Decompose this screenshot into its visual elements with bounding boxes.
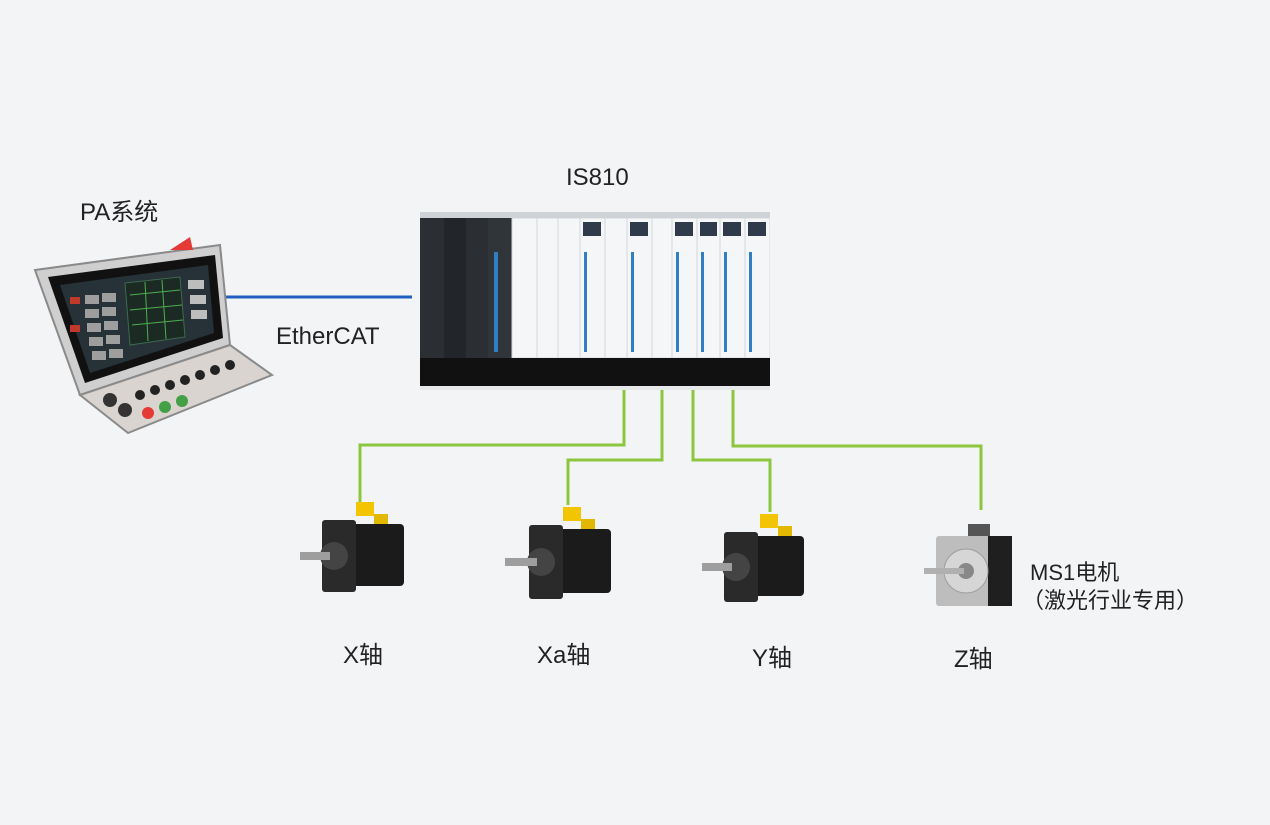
xa-axis-servo-motor (505, 507, 611, 599)
laser-industry-note: （激光行业专用） (1022, 588, 1199, 613)
ethercat-label: EtherCAT (276, 323, 380, 350)
drive-rack-label: IS810 (566, 164, 629, 191)
z-axis-label: Z轴 (954, 646, 993, 673)
x-axis-label: X轴 (343, 642, 384, 669)
ms1-motor-label: MS1电机 (1030, 560, 1120, 585)
is810-drive-rack (420, 212, 770, 390)
controller-label: PA系统 (80, 199, 159, 226)
wire-xa-axis (566, 388, 664, 505)
x-axis-servo-motor (300, 502, 404, 592)
z-axis-ms1-motor (924, 524, 1012, 606)
pa-controller-panel (33, 237, 275, 435)
y-axis-servo-motor (702, 514, 804, 602)
wire-y-axis (691, 388, 772, 512)
xa-axis-label: Xa轴 (537, 642, 591, 669)
y-axis-label: Y轴 (752, 645, 793, 672)
wire-x-axis (358, 388, 626, 502)
wire-z-axis (731, 388, 983, 510)
